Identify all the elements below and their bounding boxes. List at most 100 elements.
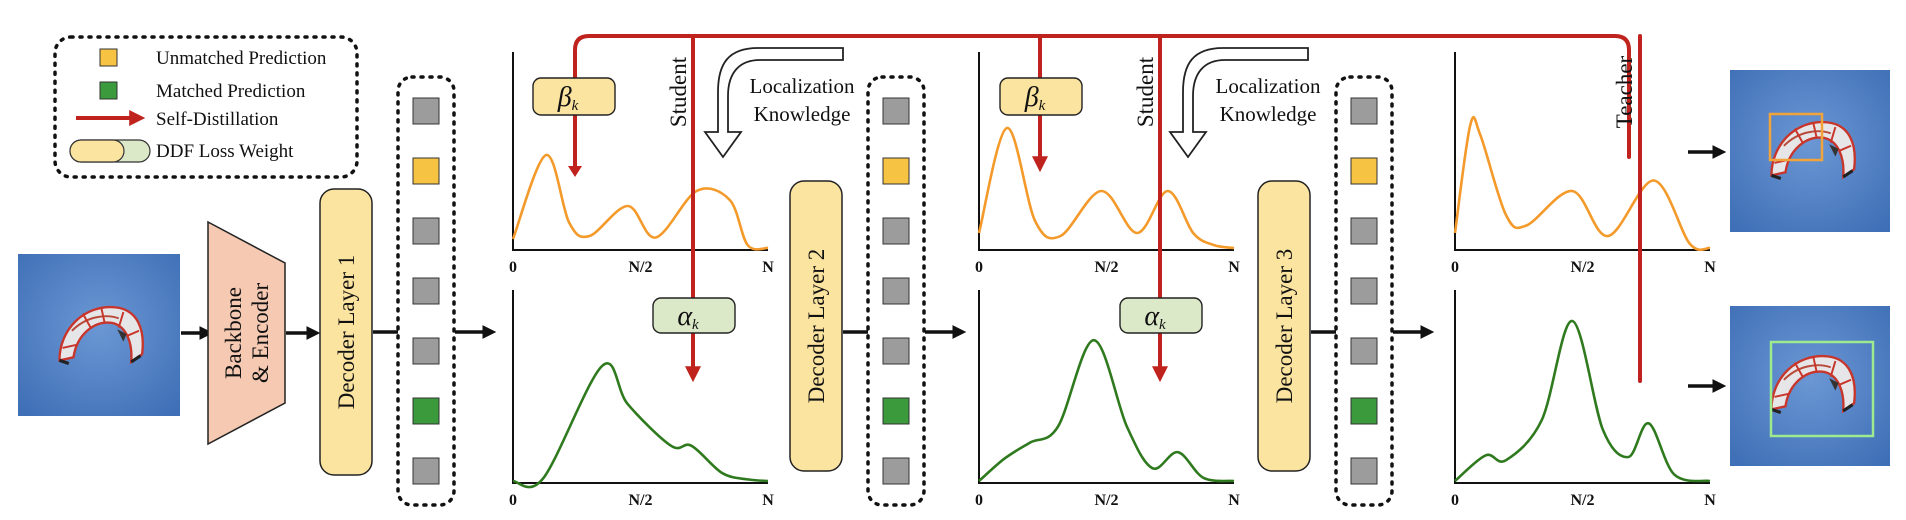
- svg-text:αk: αk: [677, 301, 699, 333]
- beta-weight-box-2: βk: [999, 77, 1083, 116]
- query-unmatched-gray-1-4: [412, 277, 440, 305]
- alpha-symbol-1: α: [677, 301, 693, 332]
- plot-2-bottom-curve: [978, 338, 1235, 483]
- query-column-1-border: [396, 75, 456, 507]
- plot-1-top-tick-end: N: [762, 259, 774, 276]
- beta-weight-box-1: βk: [532, 77, 616, 116]
- backbone-label-line2: & Encoder: [248, 283, 273, 384]
- query-unmatched-gray-2-3: [882, 217, 910, 245]
- unmatched-box-overlay: [1768, 112, 1824, 162]
- alpha-symbol-2: α: [1144, 301, 1160, 332]
- matched-swatch: [99, 81, 118, 100]
- plot-2-bottom-axes: [978, 290, 1234, 484]
- legend-unmatched-label: Unmatched Prediction: [156, 48, 327, 69]
- distill-top-line: [573, 34, 1631, 169]
- svg-text:αk: αk: [1144, 301, 1166, 333]
- decoder-layer-1-block: [319, 188, 373, 476]
- query-unmatched-gray-3-1: [1350, 97, 1378, 125]
- plot-2-top-tick-mid: N/2: [1095, 259, 1119, 276]
- input-image: [18, 254, 180, 416]
- query-columns: [396, 75, 1394, 507]
- query-unmatched-gray-1-5: [412, 337, 440, 365]
- plot-1-bottom-tick-mid: N/2: [629, 492, 653, 509]
- query-unmatched-gray-3-4: [1350, 277, 1378, 305]
- unmatched-swatch: [99, 48, 118, 67]
- distill-arrowhead-beta-1: [568, 166, 582, 177]
- alpha-subscript-1: k: [692, 317, 699, 333]
- plot-2-bottom-tick-mid: N/2: [1095, 492, 1119, 509]
- plot-3-bottom-tick-end: N: [1704, 492, 1716, 509]
- backbone-encoder-block: [207, 220, 286, 446]
- beta-symbol-1: β: [557, 82, 572, 113]
- plot-3-bottom-tick-start: 0: [1451, 492, 1459, 509]
- plot-3-top-axes: [1454, 52, 1710, 251]
- plot-2-bottom-tick-end: N: [1228, 492, 1240, 509]
- plot-2-bottom-tick-start: 0: [975, 492, 983, 509]
- query-unmatched-gray-3-7: [1350, 457, 1378, 485]
- query-unmatched-yellow-3-2: [1350, 157, 1378, 185]
- query-unmatched-gray-2-7: [882, 457, 910, 485]
- query-unmatched-yellow-2-2: [882, 157, 910, 185]
- localization-label-1-line2: Knowledge: [754, 102, 851, 126]
- alpha-weight-box-2: αk: [1119, 297, 1203, 334]
- localization-label-1-line1: Localization: [750, 74, 855, 98]
- plot-2-top-axes: [978, 52, 1234, 251]
- legend-border: [53, 35, 359, 179]
- plot-2-top-tick-start: 0: [975, 259, 983, 276]
- decoder-layer-2-label: Decoder Layer 2: [804, 249, 829, 404]
- decoder-layer-1-label: Decoder Layer 1: [334, 255, 359, 410]
- beta-subscript-2: k: [1039, 98, 1046, 114]
- plot-1-top-axes: [512, 52, 768, 251]
- query-column-3-border: [1334, 75, 1394, 507]
- matched-box-overlay: [1769, 340, 1875, 438]
- localization-knowledge-arrow-2-icon: [1168, 47, 1309, 159]
- query-matched-green-2-6: [882, 397, 910, 425]
- output-image-top: [1730, 70, 1890, 232]
- legend-matched-label: Matched Prediction: [156, 81, 306, 102]
- query-unmatched-gray-3-3: [1350, 217, 1378, 245]
- plot-1-bottom-curve: [512, 362, 769, 489]
- query-unmatched-gray-1-3: [412, 217, 440, 245]
- query-unmatched-gray-2-4: [882, 277, 910, 305]
- plot-3-top-tick-mid: N/2: [1571, 259, 1595, 276]
- legend: Unmatched Prediction Matched Prediction …: [53, 35, 359, 179]
- plot-3-top-tick-start: 0: [1451, 259, 1459, 276]
- plot-2-top-tick-end: N: [1228, 259, 1240, 276]
- query-unmatched-gray-2-5: [882, 337, 910, 365]
- output-arrows: [1688, 145, 1727, 393]
- plot-2-top-curve: [977, 126, 1235, 250]
- teacher-label: Teacher: [1612, 55, 1637, 128]
- query-unmatched-yellow-1-2: [412, 157, 440, 185]
- plot-1-top-tick-mid: N/2: [629, 259, 653, 276]
- query-unmatched-gray-2-1: [882, 97, 910, 125]
- query-unmatched-gray-1-1: [412, 97, 440, 125]
- query-column-2-border: [866, 75, 926, 507]
- query-matched-green-3-6: [1350, 397, 1378, 425]
- legend-distill-label: Self-Distillation: [156, 109, 279, 130]
- svg-text:βk: βk: [1024, 82, 1046, 114]
- legend-weight-label: DDF Loss Weight: [156, 141, 294, 162]
- plot-1-top-curve: [511, 153, 769, 251]
- decoder-layer-3-label: Decoder Layer 3: [1272, 249, 1297, 404]
- plot-1-top-tick-start: 0: [509, 259, 517, 276]
- decoder-layer-3-block: [1257, 180, 1311, 472]
- decoder-layer-2-block: [789, 180, 843, 472]
- alpha-weight-box-1: αk: [652, 297, 736, 334]
- query-unmatched-gray-1-7: [412, 457, 440, 485]
- plot-3-bottom-curve: [1454, 319, 1711, 483]
- plot-3-bottom-axes: [1454, 290, 1710, 484]
- plot-1-bottom-tick-start: 0: [509, 492, 517, 509]
- plot-1-bottom-axes: [512, 290, 768, 484]
- query-unmatched-gray-3-5: [1350, 337, 1378, 365]
- student-label-1: Student: [666, 56, 691, 127]
- plot-3-top-tick-end: N: [1704, 259, 1716, 276]
- plot-3-top-curve: [1453, 115, 1711, 252]
- localization-knowledge-arrow-1-icon: [703, 47, 844, 159]
- beta-subscript-1: k: [572, 98, 579, 114]
- ddf-weight-swatch: [69, 139, 151, 163]
- svg-text:βk: βk: [557, 82, 579, 114]
- backbone-label-line1: Backbone: [221, 287, 246, 379]
- alpha-subscript-2: k: [1159, 317, 1166, 333]
